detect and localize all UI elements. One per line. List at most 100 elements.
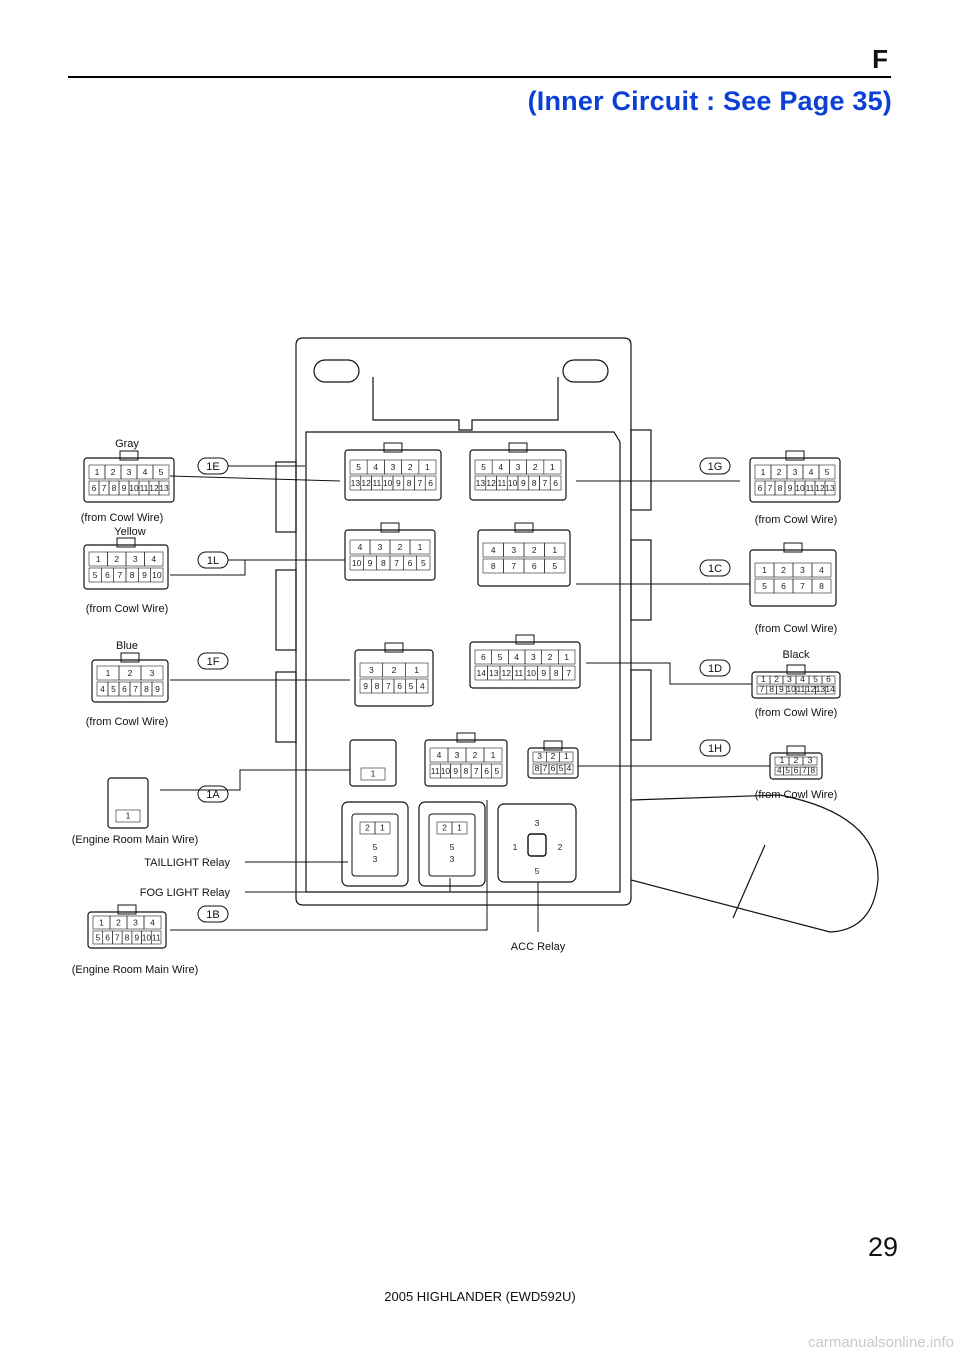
connector-j1B-bottom-pin: 5 <box>494 766 499 776</box>
connector-j1L-top-pin: 1 <box>418 542 423 552</box>
connector-j1G-top-pin: 4 <box>498 462 503 472</box>
footer-model: 2005 HIGHLANDER (EWD592U) <box>384 1289 576 1304</box>
inner-circuit-reference[interactable]: (Inner Circuit : See Page 35) <box>527 86 892 116</box>
connector-j1F-body <box>354 649 434 707</box>
connector-j1A-body <box>349 739 397 787</box>
label-1F-color: Blue <box>116 640 138 652</box>
connector-j1E-top-cell <box>418 459 437 475</box>
connector-j1H-bottom-pin: 7 <box>543 763 548 773</box>
connector-c1G-body <box>749 457 841 503</box>
connector-c1A-pin: 1 <box>126 811 131 821</box>
code-1A-badge <box>197 785 229 803</box>
relay-taillight-pin-5: 5 <box>373 842 378 852</box>
code-1F-badge <box>197 652 229 670</box>
connector-j1L-lock <box>380 522 400 533</box>
connector-c1H-top-pin: 2 <box>794 755 799 765</box>
connector-j1D-top-pin: 6 <box>481 652 486 662</box>
connector-c1C-lock <box>783 542 803 553</box>
connector-j1L-bottom-pin: 9 <box>368 558 373 568</box>
connector-c1H-body <box>769 752 823 780</box>
relay-taillight-pin-3: 3 <box>373 854 378 864</box>
connector-j1D-bottom-pin: 12 <box>502 668 512 678</box>
connector-j1C-bottom-pin: 5 <box>552 561 557 571</box>
connector-c1F-body <box>91 659 169 703</box>
connector-c1L-bottom-pin: 8 <box>130 570 135 580</box>
connector-c1C-top-pin: 4 <box>819 565 824 575</box>
connector-c1G-bottom-pin: 10 <box>795 483 805 493</box>
connector-c1G-top-pin: 5 <box>825 467 830 477</box>
label-1A-source: (Engine Room Main Wire) <box>72 834 199 846</box>
connector-c1D-bottom-pin: 8 <box>769 684 774 694</box>
connector-c1G-top-cell <box>818 464 836 480</box>
labels: Gray (from Cowl Wire) Yellow (from Cowl … <box>72 438 838 976</box>
connector-c1L-top-cell <box>144 551 164 567</box>
connector-j1D-top-cell <box>558 649 576 665</box>
connector-j1F-bottom-pin: 9 <box>363 681 368 691</box>
connector-c1H-top-cell <box>802 756 818 766</box>
junction-block-body <box>295 337 632 906</box>
connector-j1L-bottom-pin: 8 <box>381 558 386 568</box>
connector-j1C-bottom-pin: 6 <box>532 561 537 571</box>
connector-c1B-top-cell <box>143 915 162 930</box>
label-1E-color: Gray <box>115 438 139 450</box>
connector-c1D-bottom-pin: 7 <box>760 684 765 694</box>
connector-c1D-bottom-pin: 9 <box>779 684 784 694</box>
connector-j1B-top-pin: 1 <box>491 750 496 760</box>
connector-c1D-bottom-pin: 10 <box>786 684 796 694</box>
code-1E: 1E <box>206 461 219 473</box>
connector-c1E-top-pin: 4 <box>143 467 148 477</box>
connector-c1F-top-pin: 2 <box>128 668 133 678</box>
connector-c1E-bottom-pin: 11 <box>140 483 149 493</box>
connector-j1E-bottom-cell <box>424 475 437 491</box>
code-1E-badge <box>197 457 229 475</box>
watermark: carmanualsonline.info <box>808 1334 954 1351</box>
connector-j1D-lock <box>515 634 535 645</box>
label-fog-light-relay: FOG LIGHT Relay <box>140 887 231 899</box>
connector-c1H-top-pin: 3 <box>808 755 813 765</box>
connector-c1G-bottom-pin: 12 <box>815 483 825 493</box>
connector-j1C-bottom-cell <box>544 558 566 574</box>
connector-c1E-top-pin: 1 <box>95 467 100 477</box>
connector-c1H-bottom-pin: 5 <box>785 765 790 775</box>
connector-j1D-bottom-pin: 10 <box>527 668 537 678</box>
connector-c1L-bottom-pin: 5 <box>93 570 98 580</box>
connector-j1D-bottom-pin: 11 <box>514 668 523 678</box>
connector-j1F-top-cell <box>405 662 429 678</box>
connector-j1G-bottom-pin: 7 <box>543 478 548 488</box>
connector-c1H-bottom-pin: 6 <box>794 765 799 775</box>
connector-j1F-top-pin: 2 <box>392 665 397 675</box>
label-1D-source: (from Cowl Wire) <box>755 707 838 719</box>
connector-c1G-top-pin: 4 <box>809 467 814 477</box>
code-1B: 1B <box>206 909 219 921</box>
side-tab-right-2 <box>630 539 652 621</box>
connector-j1E-top-pin: 3 <box>391 462 396 472</box>
connector-j1B-lock <box>456 732 476 743</box>
connector-j1C-top-pin: 3 <box>511 545 516 555</box>
code-1C: 1C <box>708 563 722 575</box>
connector-j1F-bottom-pin: 7 <box>386 681 391 691</box>
connector-j1E-bottom-pin: 9 <box>396 478 401 488</box>
connector-c1L-top-pin: 2 <box>114 554 119 564</box>
leader-lines <box>160 465 770 932</box>
connector-c1D-top-pin: 5 <box>813 674 818 684</box>
connector-c1E-bottom-pin: 12 <box>149 483 159 493</box>
connector-j1H-lock <box>543 740 563 751</box>
leader-1D <box>586 662 752 685</box>
connector-c1D-body <box>751 671 841 699</box>
connector-j1F-top-pin: 3 <box>369 665 374 675</box>
connector-c1G-bottom-pin: 8 <box>778 483 783 493</box>
connector-c1D-top-pin: 2 <box>774 674 779 684</box>
connector-j1L-top-cell <box>409 539 431 555</box>
connector-c1E-top-cell <box>152 464 170 480</box>
code-1D-badge <box>699 659 731 677</box>
connector-c1C-bottom-pin: 8 <box>819 581 824 591</box>
leader-1A <box>160 769 350 791</box>
connector-c1L-bottom-pin: 9 <box>142 570 147 580</box>
connector-c1G-top-pin: 3 <box>793 467 798 477</box>
label-1D-color: Black <box>783 649 810 661</box>
connector-j1C-bottom-pin: 8 <box>491 561 496 571</box>
connector-j1G-top-pin: 5 <box>481 462 486 472</box>
